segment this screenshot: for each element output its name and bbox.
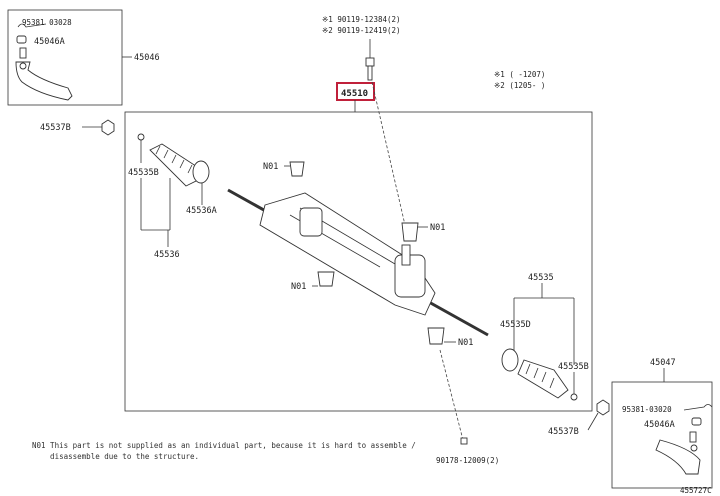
label-45537b-right: 45537B [548,427,579,437]
mounting-bolt-icon [365,57,375,81]
label-45536: 45536 [154,250,180,260]
footnote-line-1: N01 This part is not supplied as an indi… [32,441,416,450]
label-45046a-top: 45046A [34,37,65,47]
label-n01-middle: N01 [291,282,306,292]
label-90178: 90178-12009(2) [436,456,499,465]
bolt-90178-icon [460,437,468,445]
boot-left-icon [149,143,203,187]
main-assembly-box [124,111,593,412]
tie-rod-end-left-icon [15,47,73,101]
tie-rod-end-right-icon [655,431,701,475]
label-45046: 45046 [134,53,160,63]
part-45510-highlight [336,82,375,101]
footnote-line-2: disassemble due to the structure. [32,452,200,461]
label-45510: 45510 [341,89,368,99]
label-n01-right: N01 [430,223,445,233]
label-bolt-2: ※2 90119-12419(2) [322,26,401,35]
label-95381-top: 95381 03028 [22,18,72,27]
label-n01-upper: N01 [263,162,278,172]
bushing-n01-lower-icon [427,327,445,345]
label-45535b-left: 45535B [128,168,159,178]
label-45535b-right: 45535B [558,362,589,372]
detail-box-45047 [611,381,713,489]
label-45046a-bottom: 45046A [644,420,675,430]
diagram-watermark: 455727C [680,486,712,495]
label-45535d: 45535D [500,320,531,330]
cotter-pin-right-icon [683,404,713,411]
legend-note-2: ※2 (1205- ) [494,81,545,90]
lock-nut-left-icon [101,119,115,136]
bushing-n01-right-icon [401,222,419,242]
clamp-icon [137,133,145,141]
boot-clip-ring-right-icon [501,348,519,372]
lock-nut-right-icon [596,399,610,416]
bushing-n01-icon [289,161,305,177]
label-bolt-1: ※1 90119-12384(2) [322,15,401,24]
label-n01-lower: N01 [458,338,473,348]
castle-nut-right-icon [691,417,702,426]
clamp-right-icon [570,393,578,401]
footnote: N01 This part is not supplied as an indi… [32,440,432,462]
label-45536a: 45536A [186,206,217,216]
label-45537b-left: 45537B [40,123,71,133]
detail-box-45046 [7,9,123,106]
steering-rack-icon [227,188,489,337]
label-45535: 45535 [528,273,554,283]
bushing-n01-middle-icon [317,271,335,287]
castle-nut-icon [16,35,27,44]
cotter-pin-icon [17,23,47,28]
label-95381-bottom: 95381-03020 [622,405,672,414]
boot-right-icon [517,359,569,399]
label-45047: 45047 [650,358,676,368]
boot-clip-ring-icon [192,160,210,184]
legend-note-1: ※1 ( -1207) [494,70,545,79]
